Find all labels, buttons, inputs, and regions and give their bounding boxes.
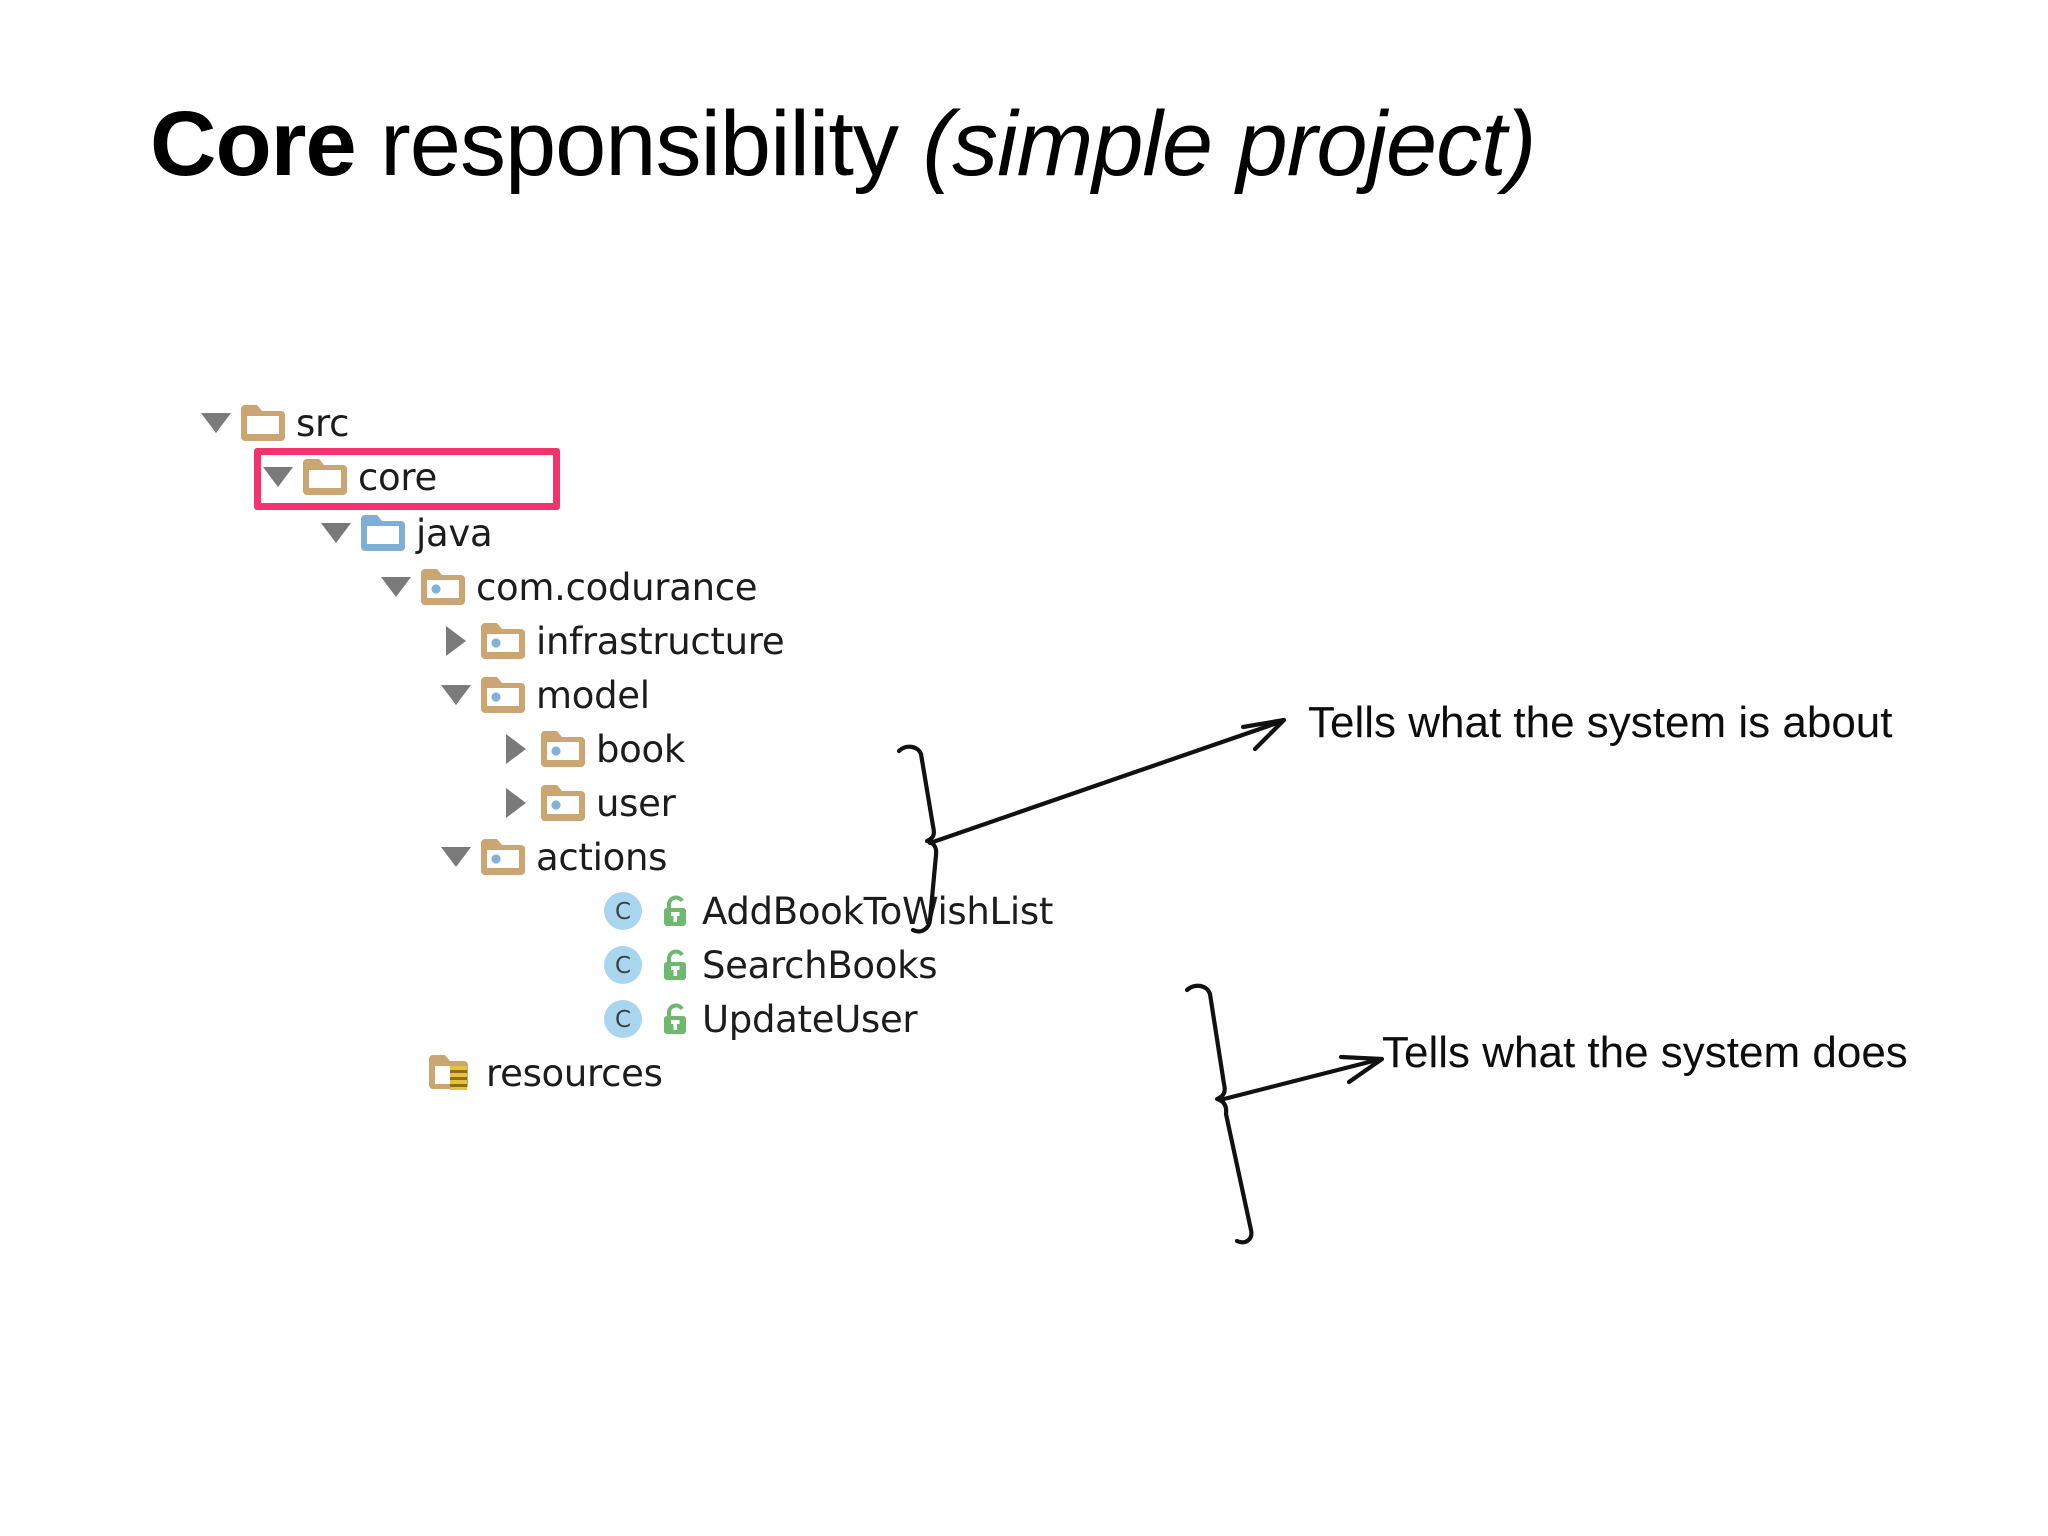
package-folder-icon <box>416 560 470 614</box>
svg-text:C: C <box>615 1007 631 1033</box>
tree-label-add-book-to-wish-list: AddBookToWishList <box>702 889 1054 933</box>
package-folder-icon <box>476 668 530 722</box>
package-folder-icon <box>476 614 530 668</box>
annotation-text-actions: Tells what the system does <box>1382 1028 1908 1077</box>
page-title: Core responsibility (simple project) <box>150 93 1537 195</box>
arrow-actions-to-note <box>1217 1054 1385 1103</box>
package-folder-icon <box>536 722 590 776</box>
tree-label-model: model <box>536 673 650 717</box>
title-regular-word: responsibility <box>355 93 923 195</box>
tree-row-infrastructure[interactable]: infrastructure <box>436 614 785 668</box>
tree-label-actions: actions <box>536 835 668 879</box>
package-folder-icon <box>536 776 590 830</box>
tree-row-actions[interactable]: actions <box>436 830 667 884</box>
tree-row-user[interactable]: user <box>496 776 676 830</box>
tree-label-com-codurance: com.codurance <box>476 565 758 609</box>
resources-folder-icon <box>426 1046 480 1100</box>
folder-tan-icon <box>236 396 290 450</box>
tree-row-search-books[interactable]: C SearchBooks <box>556 938 937 992</box>
title-italic-part: (simple project) <box>922 93 1537 195</box>
tree-label-java: java <box>416 511 493 555</box>
chevron-down-icon[interactable] <box>258 450 298 504</box>
svg-text:C: C <box>615 899 631 925</box>
tree-row-src[interactable]: src <box>196 396 349 450</box>
annotation-text-model: Tells what the system is about <box>1308 698 1893 747</box>
tree-label-user: user <box>596 781 676 825</box>
java-class-icon: C <box>596 992 650 1046</box>
tree-label-update-user: UpdateUser <box>702 997 918 1041</box>
chevron-down-icon[interactable] <box>436 668 476 722</box>
java-class-icon: C <box>596 884 650 938</box>
chevron-down-icon[interactable] <box>316 506 356 560</box>
folder-blue-icon <box>356 506 410 560</box>
tree-row-book[interactable]: book <box>496 722 685 776</box>
folder-tan-icon <box>298 450 352 504</box>
tree-row-com-codurance[interactable]: com.codurance <box>376 560 758 614</box>
chevron-right-icon[interactable] <box>496 722 536 776</box>
brace-actions-group <box>1184 983 1254 1245</box>
unlocked-public-icon <box>656 992 696 1046</box>
svg-text:C: C <box>615 953 631 979</box>
title-bold-word: Core <box>150 93 357 195</box>
tree-label-src: src <box>296 401 350 445</box>
tree-row-java[interactable]: java <box>316 506 493 560</box>
tree-row-add-book-to-wish-list[interactable]: C AddBookToWishList <box>556 884 1053 938</box>
unlocked-public-icon <box>656 884 696 938</box>
unlocked-public-icon <box>656 938 696 992</box>
tree-label-resources: resources <box>486 1051 663 1095</box>
chevron-right-icon[interactable] <box>496 776 536 830</box>
tree-label-book: book <box>596 727 685 771</box>
tree-label-search-books: SearchBooks <box>702 943 938 987</box>
tree-label-infrastructure: infrastructure <box>536 619 785 663</box>
tree-row-model[interactable]: model <box>436 668 650 722</box>
java-class-icon: C <box>596 938 650 992</box>
tree-row-update-user[interactable]: C UpdateUser <box>556 992 918 1046</box>
tree-row-core[interactable]: core <box>258 450 437 504</box>
chevron-right-icon[interactable] <box>436 614 476 668</box>
package-folder-icon <box>476 830 530 884</box>
chevron-down-icon[interactable] <box>376 560 416 614</box>
tree-label-core: core <box>358 455 437 499</box>
chevron-down-icon[interactable] <box>196 396 236 450</box>
project-tree: src core java <box>0 0 1100 1100</box>
chevron-down-icon[interactable] <box>436 830 476 884</box>
tree-row-resources[interactable]: resources <box>386 1046 663 1100</box>
